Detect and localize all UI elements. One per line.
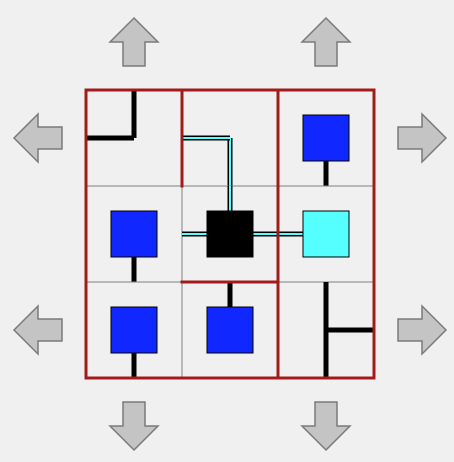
tile-r0-c1[interactable]: [181, 89, 279, 187]
left-arrow-icon: [12, 304, 63, 356]
tiles-layer: [85, 89, 375, 379]
shift-row-1-left-arrow[interactable]: [12, 112, 63, 164]
tile-r1-c2[interactable]: [277, 185, 375, 283]
computer-node: [302, 114, 350, 162]
shift-col-2-down-arrow[interactable]: [300, 401, 352, 452]
down-arrow-icon: [108, 401, 160, 452]
barrier-layer: [180, 88, 280, 380]
right-arrow-icon: [397, 304, 448, 356]
computer-node: [302, 210, 350, 258]
computer-node: [206, 306, 254, 354]
tile-r1-c1[interactable]: [181, 185, 279, 283]
shift-row-1-right-arrow[interactable]: [397, 112, 448, 164]
up-arrow-icon: [108, 16, 160, 67]
shift-row-2-right-arrow[interactable]: [397, 304, 448, 356]
computer-node: [110, 306, 158, 354]
shift-col-1-down-arrow[interactable]: [108, 401, 160, 452]
board-border: [84, 88, 376, 380]
server-source: [206, 210, 254, 258]
tile-r1-c0[interactable]: [85, 185, 183, 283]
shift-col-1-up-arrow[interactable]: [108, 16, 160, 67]
left-arrow-icon: [12, 112, 63, 164]
tile-r0-c0[interactable]: [85, 89, 183, 187]
down-arrow-icon: [300, 401, 352, 452]
computer-node: [110, 210, 158, 258]
tile-r2-c2[interactable]: [277, 281, 375, 379]
tile-r2-c0[interactable]: [85, 281, 183, 379]
tile-r0-c2[interactable]: [277, 89, 375, 187]
tile-r2-c1[interactable]: [181, 281, 279, 379]
shift-row-2-left-arrow[interactable]: [12, 304, 63, 356]
up-arrow-icon: [300, 16, 352, 67]
right-arrow-icon: [397, 112, 448, 164]
shift-arrows: [12, 16, 448, 452]
shift-col-2-up-arrow[interactable]: [300, 16, 352, 67]
